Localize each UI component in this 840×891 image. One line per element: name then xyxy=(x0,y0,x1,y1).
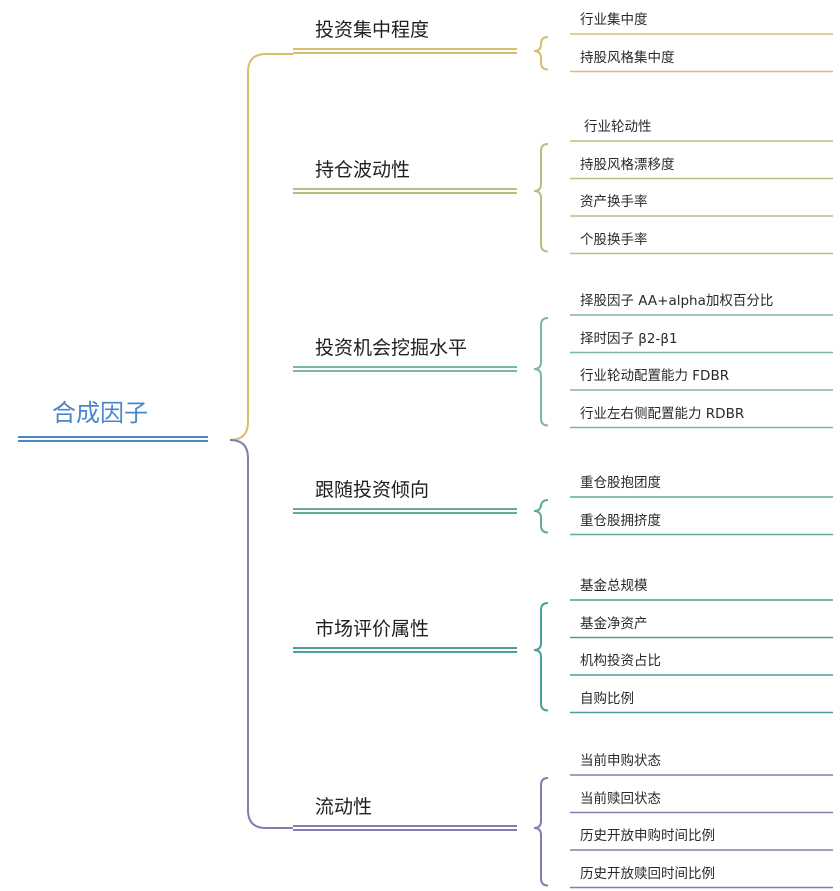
category-2-bracket xyxy=(533,317,549,427)
category-5-leaf-3: 历史开放赎回时间比例 xyxy=(580,865,715,882)
category-3-bracket xyxy=(533,499,549,534)
category-2-leaf-1: 择时因子 β2-β1 xyxy=(580,330,678,347)
category-4-label: 市场评价属性 xyxy=(315,618,430,640)
category-3-leaf-1: 重仓股拥挤度 xyxy=(580,512,661,529)
category-5-label: 流动性 xyxy=(315,796,373,818)
category-0-label: 投资集中程度 xyxy=(315,19,430,41)
category-4-leaf-0: 基金总规模 xyxy=(580,578,648,594)
category-1-bracket xyxy=(533,143,549,253)
category-1-leaf-0: 行业轮动性 xyxy=(584,119,652,135)
category-2-leaf-0: 择股因子 AA+alpha加权百分比 xyxy=(580,293,774,309)
category-0-bracket xyxy=(533,36,549,71)
category-5-leaf-0: 当前申购状态 xyxy=(580,753,661,769)
category-3-label: 跟随投资倾向 xyxy=(315,479,430,501)
category-3-leaf-0: 重仓股抱团度 xyxy=(580,475,661,491)
category-0-leaf-1: 持股风格集中度 xyxy=(580,49,675,66)
category-4-bracket xyxy=(533,602,549,712)
category-1-label: 持仓波动性 xyxy=(315,159,411,181)
root-node-label: 合成因子 xyxy=(52,399,148,427)
category-2-leaf-2: 行业轮动配置能力 FDBR xyxy=(580,368,730,384)
category-4-leaf-3: 自购比例 xyxy=(580,690,634,707)
category-1-leaf-2: 资产换手率 xyxy=(580,194,648,210)
category-4-leaf-1: 基金净资产 xyxy=(580,615,648,632)
category-0-leaf-0: 行业集中度 xyxy=(580,12,648,28)
category-1-leaf-3: 个股换手率 xyxy=(580,231,648,248)
category-5-bracket xyxy=(533,777,549,887)
main-bracket-upper xyxy=(229,53,267,441)
main-bracket-lower xyxy=(229,439,267,829)
category-1-leaf-1: 持股风格漂移度 xyxy=(580,156,675,173)
category-5-leaf-1: 当前赎回状态 xyxy=(580,790,661,807)
category-4-leaf-2: 机构投资占比 xyxy=(580,653,661,669)
category-5-leaf-2: 历史开放申购时间比例 xyxy=(580,828,715,844)
category-2-leaf-3: 行业左右侧配置能力 RDBR xyxy=(580,405,745,422)
category-2-label: 投资机会挖掘水平 xyxy=(315,337,468,359)
